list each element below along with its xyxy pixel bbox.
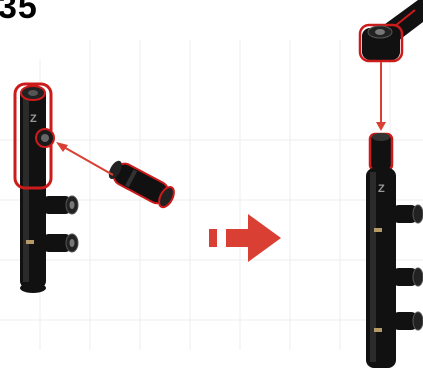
svg-text:Z: Z [30, 113, 37, 125]
right-connector-3 [392, 312, 423, 330]
right-assembly: Z [360, 0, 423, 368]
left-assembly: Z [15, 84, 78, 293]
left-tan-accent [26, 240, 34, 244]
right-connector-1 [392, 205, 423, 223]
loose-pin-part [106, 158, 177, 210]
right-arrow-icon [209, 214, 281, 262]
watermark-pattern [0, 40, 423, 350]
insert-arrow-right [376, 62, 386, 131]
right-connector-2 [392, 268, 423, 286]
left-connector-1 [42, 196, 78, 214]
svg-text:Z: Z [378, 183, 385, 195]
insert-arrow-left [56, 142, 113, 175]
left-connector-2 [42, 234, 78, 252]
angled-beam-part [360, 0, 423, 61]
